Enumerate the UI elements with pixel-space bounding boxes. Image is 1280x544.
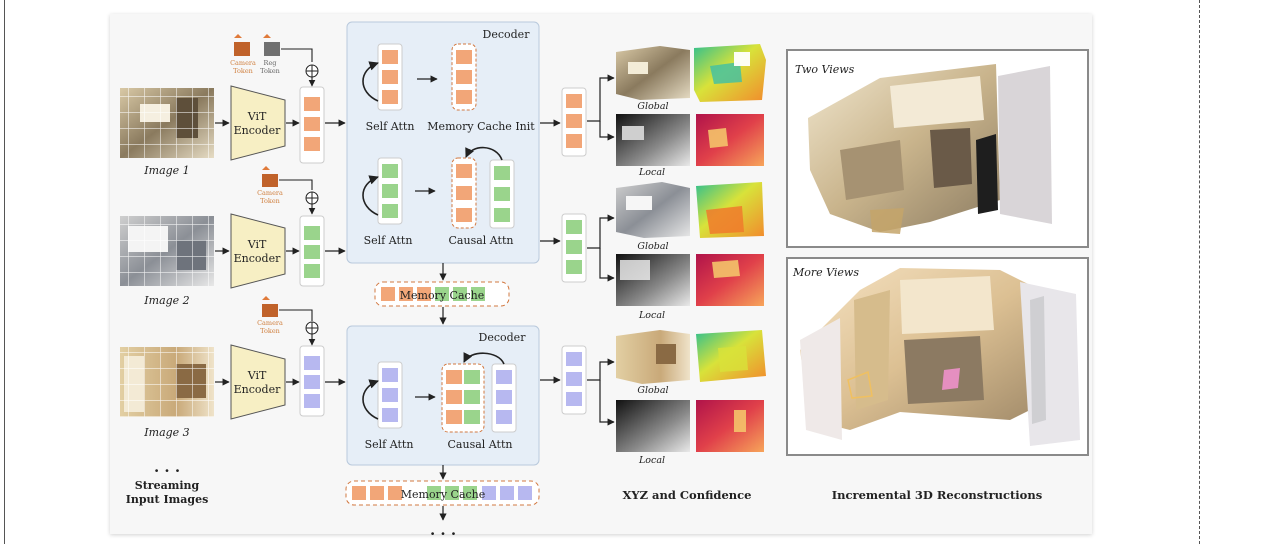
camera-token-1-label-1: Camera: [230, 59, 256, 67]
encoder-1-line1: ViT: [247, 110, 267, 123]
self-attn-3-label: Self Attn: [365, 438, 414, 451]
token-stack-3: [299, 345, 325, 417]
causal-attn-block-1: [451, 146, 515, 229]
more-views-label: More Views: [792, 266, 859, 279]
plus-cross-2: [306, 192, 318, 204]
token-stack-1: [299, 86, 325, 164]
two-views-label: Two Views: [795, 63, 855, 76]
vit-encoder-1: [230, 85, 286, 161]
local-1-label: Local: [638, 167, 665, 178]
memory-cache-1-label: Memory Cache: [400, 289, 485, 302]
causal-attn-block-2: [441, 352, 517, 433]
reg-token-connector: [281, 48, 313, 62]
self-attn-1-label: Self Attn: [366, 120, 415, 133]
memory-cache-2-label: Memory Cache: [401, 488, 486, 501]
causal-attn-2-label: Causal Attn: [448, 438, 513, 451]
global-pointmap-3: [616, 330, 690, 384]
more-views-reconstruction: [800, 268, 1080, 446]
arrow-out2-global: [587, 214, 615, 249]
streaming-label-line2: Input Images: [126, 493, 209, 506]
local-confidence-1: [696, 114, 764, 166]
memory-cache-2: [345, 480, 540, 506]
decoder-2-title: Decoder: [479, 331, 527, 344]
output-token-stack-3: [561, 345, 587, 415]
camera-token-2-icon: [262, 166, 278, 187]
memory-cache-1: [374, 281, 510, 307]
two-views-reconstruction: [808, 64, 1052, 234]
causal-attn-1-label: Causal Attn: [449, 234, 514, 247]
vit-encoder-2: [230, 213, 286, 289]
camera-token-3-icon: [262, 296, 278, 317]
streaming-label-line1: Streaming: [135, 479, 200, 492]
camera-token-3-label-1: Camera: [257, 319, 283, 327]
right-dashed-border: [1199, 0, 1200, 544]
global-confidence-2: [696, 182, 764, 238]
arrow-out2-local: [599, 248, 615, 282]
memory-cache-ellipsis: . . .: [430, 521, 456, 539]
camera-token-2-connector: [279, 179, 313, 190]
global-3-label: Global: [637, 385, 668, 396]
local-depth-2: [616, 254, 690, 306]
image-3-label: Image 3: [143, 426, 189, 439]
input-image-1: [120, 88, 214, 158]
global-pointmap-1: [616, 46, 690, 100]
self-attn-block-1: [362, 43, 403, 111]
local-depth-3: [616, 400, 690, 452]
encoder-2-line2: Encoder: [234, 252, 281, 265]
local-depth-1: [616, 114, 690, 166]
encoder-3-line2: Encoder: [234, 383, 281, 396]
local-confidence-3: [696, 400, 764, 452]
token-stack-2: [299, 215, 325, 287]
plus-cross-1: [306, 65, 318, 77]
camera-token-2-label-2: Token: [260, 197, 280, 205]
camera-token-3-label-2: Token: [260, 327, 280, 335]
local-2-label: Local: [638, 310, 665, 321]
global-1-label: Global: [637, 101, 668, 112]
global-2-label: Global: [637, 241, 668, 252]
encoder-2-line1: ViT: [247, 238, 267, 251]
arrow-out3-global: [587, 358, 615, 381]
reg-token-icon: [263, 34, 280, 56]
self-attn-block-2: [362, 157, 403, 225]
memory-cache-init-label: Memory Cache Init: [427, 120, 535, 133]
reg-token-label-1: Reg: [264, 59, 277, 67]
global-confidence-3: [696, 330, 766, 382]
memory-cache-init-block: [451, 43, 477, 111]
image-1-label: Image 1: [143, 164, 189, 177]
global-confidence-1: [694, 44, 766, 102]
left-border-line: [4, 0, 5, 544]
camera-token-1-label-2: Token: [233, 67, 253, 75]
plus-cross-3: [306, 322, 318, 334]
encoder-3-line1: ViT: [247, 369, 267, 382]
decoder-1-title: Decoder: [483, 28, 531, 41]
camera-token-2-label-1: Camera: [257, 189, 283, 197]
reconstruction-caption: Incremental 3D Reconstructions: [832, 488, 1042, 502]
vit-encoder-3: [230, 344, 286, 420]
image-2-label: Image 2: [143, 294, 189, 307]
arrow-out3-local: [599, 380, 615, 426]
arrow-out1-global: [587, 74, 615, 122]
output-token-stack-1: [561, 87, 587, 157]
reg-token-label-2: Token: [260, 67, 280, 75]
input-image-3: [120, 347, 214, 417]
arrow-out1-local: [599, 121, 615, 141]
input-image-2: [120, 216, 214, 286]
local-confidence-2: [696, 254, 764, 306]
self-attn-2-label: Self Attn: [364, 234, 413, 247]
global-pointmap-2: [616, 182, 690, 238]
camera-token-1-icon: [234, 34, 250, 56]
xyz-confidence-caption: XYZ and Confidence: [623, 488, 752, 502]
input-ellipsis: . . .: [154, 458, 180, 476]
output-token-stack-2: [561, 213, 587, 283]
local-3-label: Local: [638, 455, 665, 466]
camera-token-3-connector: [279, 309, 313, 321]
encoder-1-line2: Encoder: [234, 124, 281, 137]
self-attn-block-3: [362, 361, 403, 429]
